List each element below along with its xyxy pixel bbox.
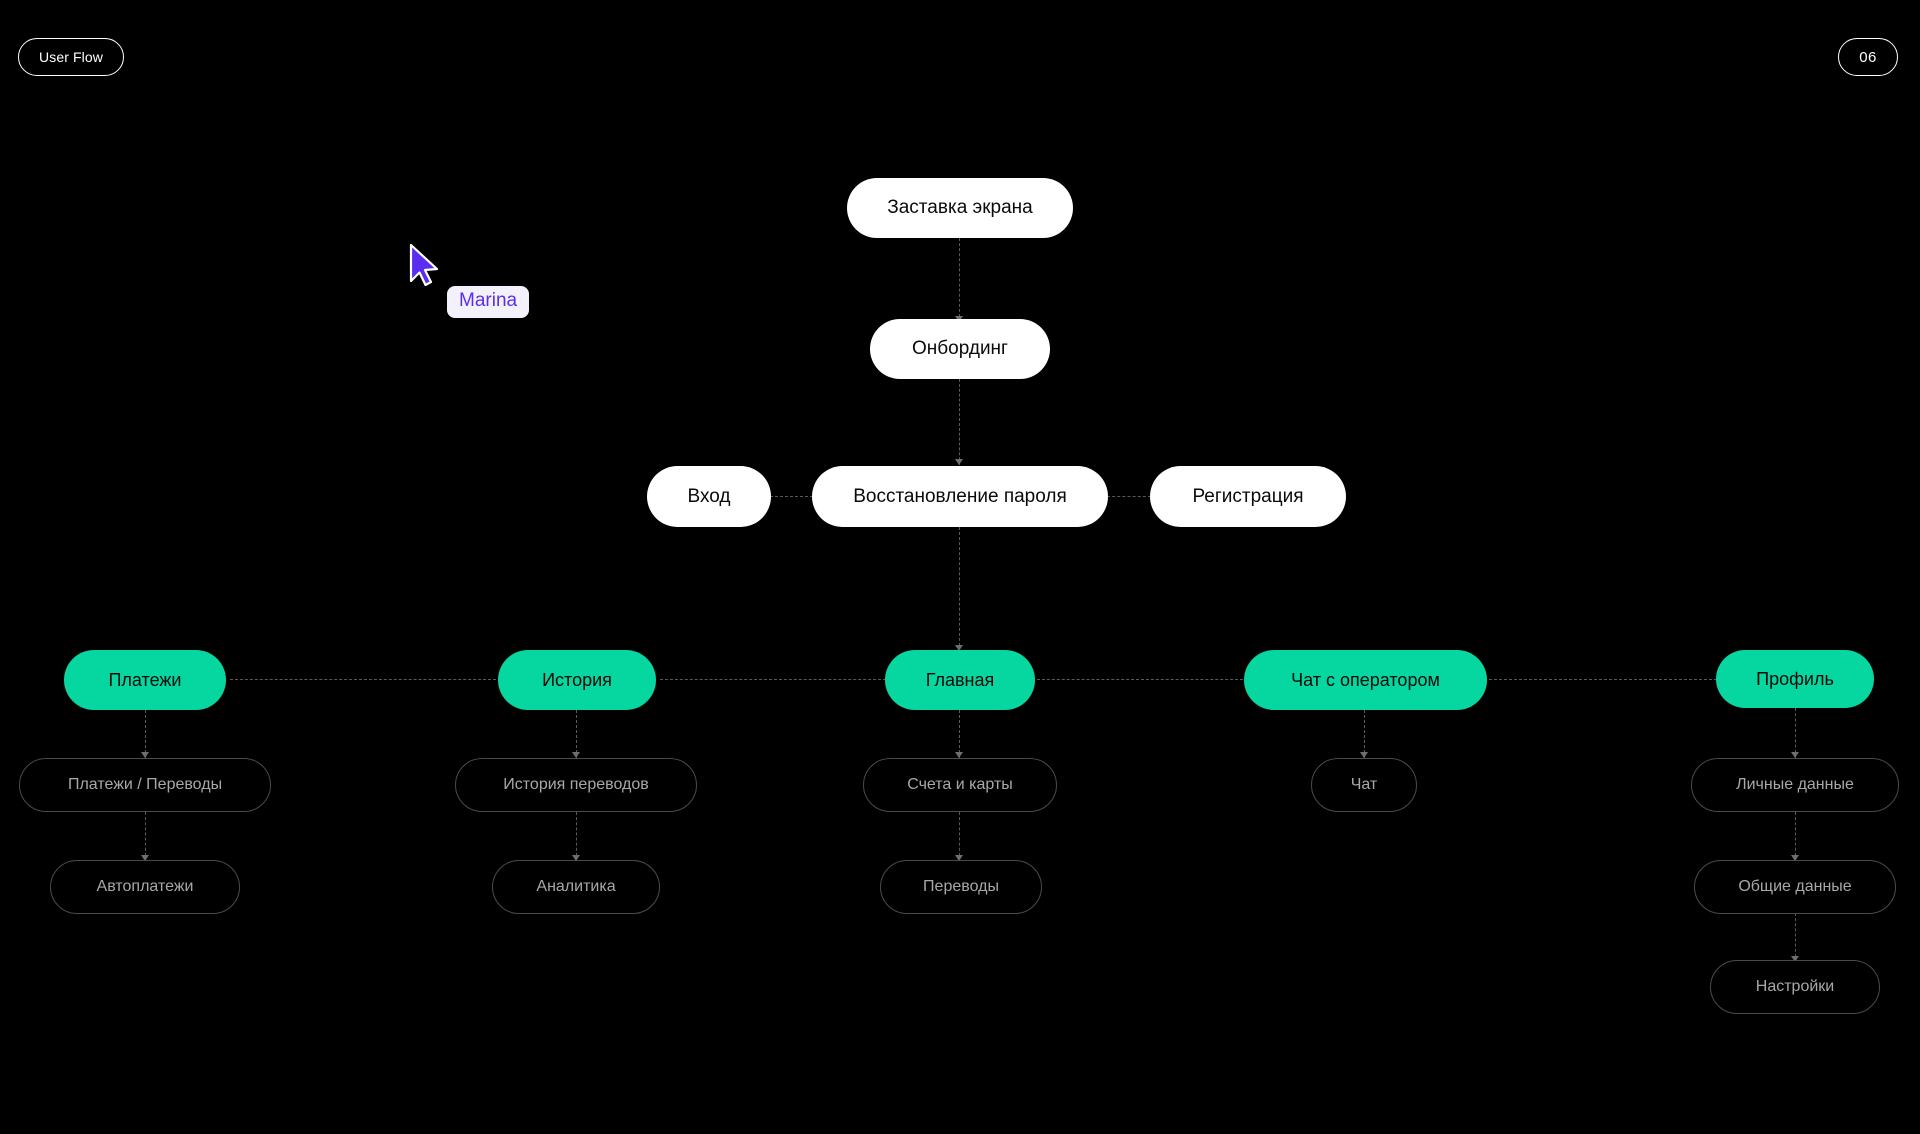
flow-node-registration[interactable]: Регистрация [1150,466,1346,527]
connector-home-to-chat [1037,679,1243,680]
connector-history-to-home [660,679,886,680]
connector-payments-to-payments-transfers [145,710,146,758]
connector-accounts-cards-to-transfers [959,812,960,861]
flow-node-settings[interactable]: Настройки [1710,960,1880,1014]
connector-chat-to-profile [1489,679,1717,680]
arrowhead-payments-transfers [141,752,149,758]
connector-splash-to-onboarding [959,238,960,322]
flow-node-transfer-history[interactable]: История переводов [455,758,697,812]
connector-profile-to-personal-data [1795,708,1796,758]
arrowhead-general-data [1791,855,1799,861]
flow-node-password-recovery[interactable]: Восстановление пароля [812,466,1108,527]
connector-general-data-to-settings [1795,913,1796,962]
page-number-chip[interactable]: 06 [1838,38,1898,76]
arrowhead-accounts-cards [955,752,963,758]
arrowhead-personal-data [1791,752,1799,758]
arrowhead-chat [1360,752,1368,758]
flow-node-personal-data[interactable]: Личные данные [1691,758,1899,812]
arrowhead-settings [1791,956,1799,962]
flow-node-autopayments[interactable]: Автоплатежи [50,860,240,914]
flow-label-chip[interactable]: User Flow [18,38,124,76]
remote-cursor [408,243,442,292]
flow-node-splash[interactable]: Заставка экрана [847,178,1073,238]
flow-node-transfers[interactable]: Переводы [880,860,1042,914]
arrowhead-transfers [955,855,963,861]
flow-node-home[interactable]: Главная [885,650,1035,710]
flow-node-onboarding[interactable]: Онбординг [870,319,1050,379]
connector-auth-to-home [959,527,960,651]
flow-node-operator-chat[interactable]: Чат с оператором [1244,650,1487,710]
arrow-pointer-icon [409,243,439,287]
arrowhead-transfer-history [572,752,580,758]
connector-onboarding-to-auth [959,379,960,465]
flow-node-chat[interactable]: Чат [1311,758,1417,812]
arrowhead-password-recovery [955,459,963,465]
arrowhead-home [955,645,963,651]
connector-login-to-recovery [770,496,813,497]
flow-node-payments-transfers[interactable]: Платежи / Переводы [19,758,271,812]
connector-recovery-to-registration [1107,496,1151,497]
flow-node-accounts-cards[interactable]: Счета и карты [863,758,1057,812]
cursor-name-tag: Marina [447,286,530,318]
flow-node-analytics[interactable]: Аналитика [492,860,660,914]
connector-operator-chat-to-chat [1364,710,1365,758]
connector-history-to-transfer-history [576,710,577,758]
flow-node-profile[interactable]: Профиль [1716,650,1874,708]
arrowhead-analytics [572,855,580,861]
flow-node-general-data[interactable]: Общие данные [1694,860,1896,914]
flow-node-history[interactable]: История [498,650,656,710]
connector-transfer-history-to-analytics [576,812,577,861]
arrowhead-autopayments [141,855,149,861]
flow-node-login[interactable]: Вход [647,466,771,527]
connector-payments-to-history [230,679,496,680]
connector-personal-data-to-general-data [1795,812,1796,861]
flow-node-payments[interactable]: Платежи [64,650,226,710]
connector-home-to-accounts-cards [959,710,960,758]
connector-payments-transfers-to-autopayments [145,812,146,861]
